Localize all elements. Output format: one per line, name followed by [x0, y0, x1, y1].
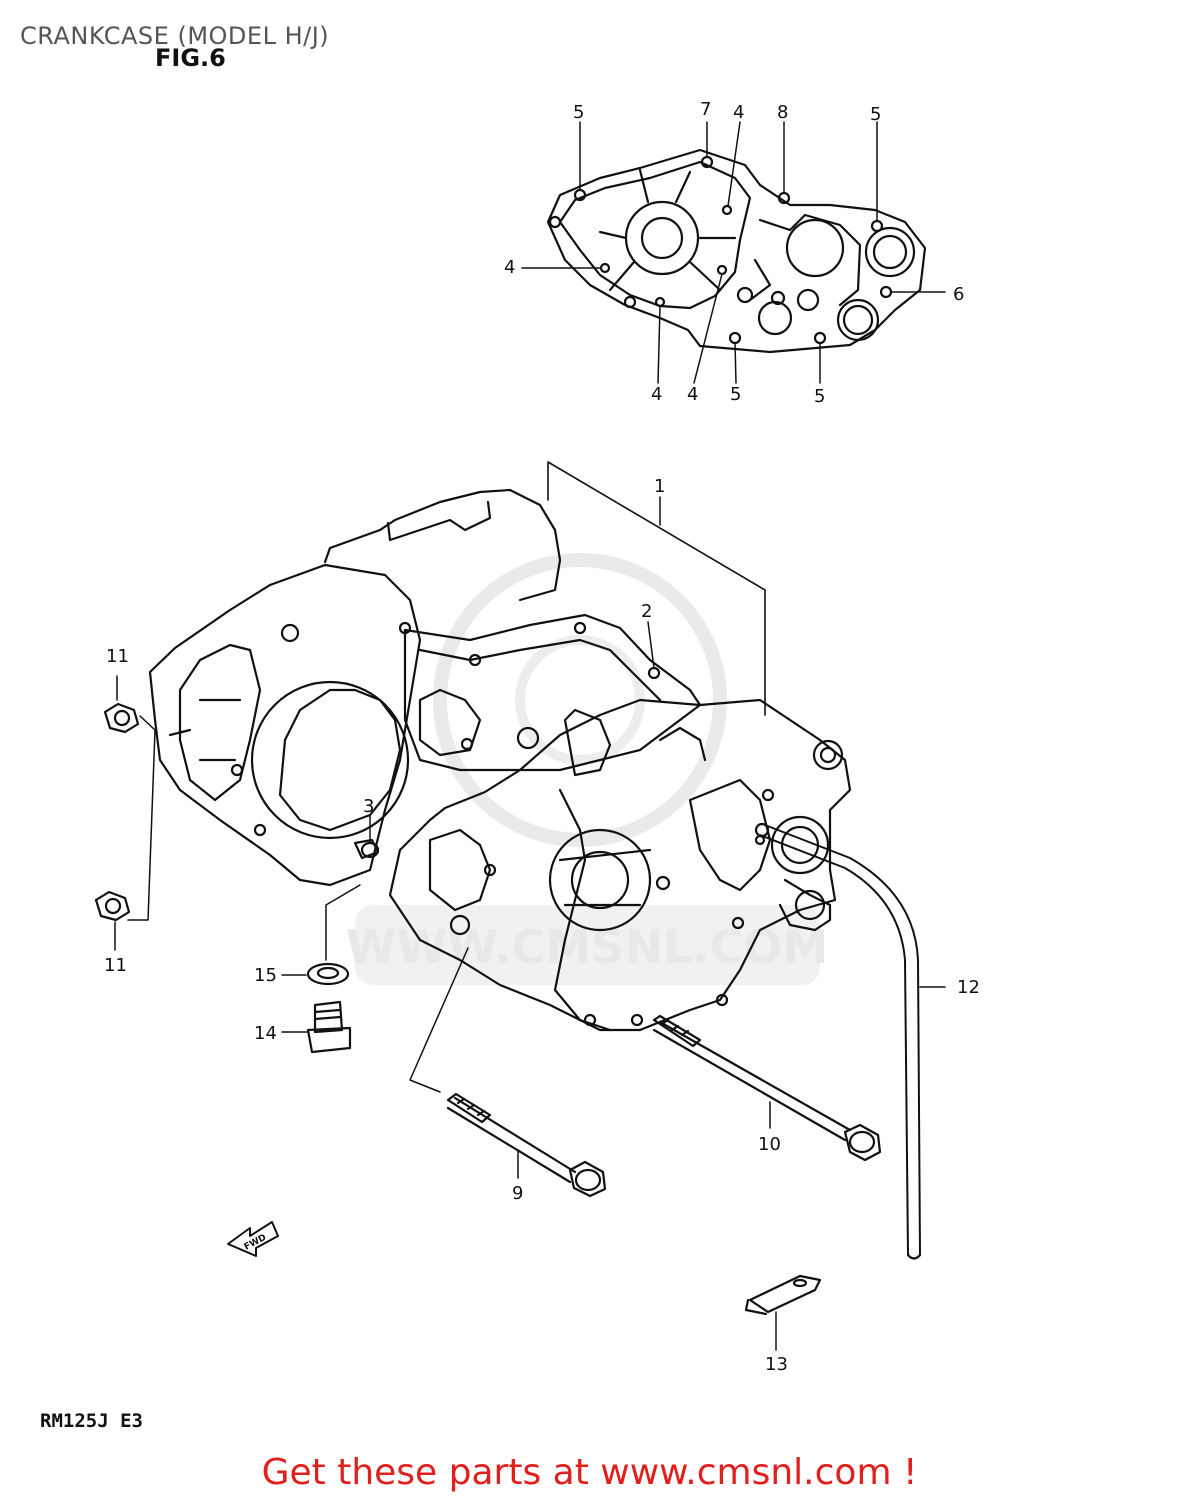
crankcase-assembly — [148, 488, 852, 1032]
leader-bracket-1 — [547, 461, 766, 716]
callout-14: 14 — [254, 1023, 277, 1044]
callout-7: 7 — [700, 99, 711, 120]
crankcase-half-detail — [546, 148, 927, 354]
callout-15: 15 — [254, 965, 277, 986]
washer-15 — [306, 962, 350, 986]
leader-line-2 — [647, 621, 655, 669]
callout-4: 4 — [733, 102, 744, 123]
breather-hose-12 — [754, 822, 922, 1260]
callout-10: 10 — [758, 1134, 781, 1155]
callout-9: 9 — [512, 1183, 523, 1204]
callout-5: 5 — [573, 102, 584, 123]
callout-12: 12 — [957, 977, 980, 998]
fwd-arrow-icon — [227, 1221, 279, 1257]
callout-2: 2 — [641, 601, 652, 622]
callout-6: 6 — [953, 284, 964, 305]
callout-3: 3 — [363, 796, 374, 817]
figure-label: FIG.6 — [155, 44, 226, 72]
crankcase-bolt-9 — [446, 1092, 607, 1198]
nut-11-upper — [103, 702, 140, 734]
watermark: WWW.CMSNL.COM — [346, 553, 828, 985]
leader-line-15 — [281, 884, 361, 976]
callout-5: 5 — [870, 104, 881, 125]
leader-line-9 — [409, 947, 519, 1179]
callout-13: 13 — [765, 1354, 788, 1375]
leader-lines-detail — [521, 121, 946, 384]
callout-8: 8 — [777, 102, 788, 123]
callout-4: 4 — [504, 257, 515, 278]
model-code: RM125J E3 — [40, 1410, 143, 1432]
callout-5: 5 — [730, 384, 741, 405]
callout-1: 1 — [654, 476, 665, 497]
callout-4: 4 — [651, 384, 662, 405]
callout-11: 11 — [104, 955, 127, 976]
page-title: CRANKCASE (MODEL H/J) — [20, 22, 330, 50]
hose-clamp-13 — [744, 1274, 822, 1316]
crankcase-bolt-10 — [652, 1014, 882, 1162]
callout-labels: 5 7 4 8 5 4 6 4 4 5 5 1 2 3 11 11 15 14 … — [104, 99, 980, 1375]
leader-line-11 — [114, 675, 156, 951]
callout-5: 5 — [814, 386, 825, 407]
nut-11-lower — [94, 890, 131, 922]
callout-11: 11 — [106, 646, 129, 667]
crankcase-diagram: WWW.CMSNL.COM — [94, 99, 980, 1375]
promo-banner[interactable]: Get these parts at www.cmsnl.com ! — [261, 1452, 918, 1493]
callout-4: 4 — [687, 384, 698, 405]
drain-bolt-14 — [306, 1000, 352, 1054]
